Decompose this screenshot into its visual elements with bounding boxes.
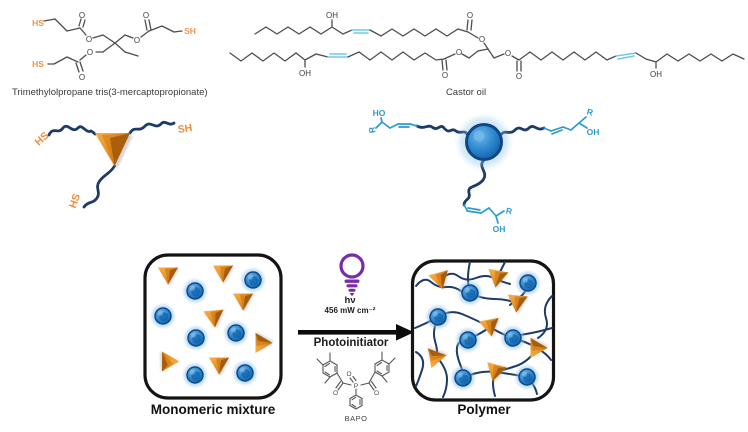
castor-core-node (459, 117, 509, 167)
sh-label: SH (184, 26, 196, 36)
polymer-circle (517, 272, 540, 295)
o-label: O (79, 11, 85, 20)
o-label: O (467, 11, 473, 20)
lamp-icon (339, 253, 365, 297)
monomer-box-label: Monomeric mixture (150, 402, 276, 417)
polymer-circle (502, 327, 525, 350)
squiggle-arm (498, 125, 546, 138)
bapo-structure: O P O O (316, 351, 396, 410)
monomer-circle (184, 364, 207, 387)
thiol-monomer-schematic: HS SH HS (33, 120, 193, 210)
polymer-circle (452, 367, 475, 390)
o-label: O (87, 48, 93, 57)
r-label: R (586, 106, 595, 117)
hs-label: HS (67, 192, 83, 210)
thiol-name-label: Trimethylolpropane tris(3-mercaptopropio… (12, 87, 208, 98)
castor-oil-structure: OH O O OH O O O O OH (229, 11, 745, 81)
oh-label: OH (326, 11, 338, 20)
castor-arm-skeletal-bottom (463, 204, 505, 224)
intensity-label: 456 mW cm⁻² (324, 306, 376, 315)
castor-name-label: Castor oil (445, 87, 487, 98)
polymer-circle (459, 282, 482, 305)
squiggle-arm (128, 120, 176, 135)
squiggle-arm (82, 164, 116, 209)
monomer-circle (152, 305, 175, 328)
hs-label: HS (32, 59, 44, 69)
polymer-circle (427, 306, 450, 329)
monomer-circle (234, 362, 257, 385)
o-label: O (505, 49, 511, 58)
castor-arm-skeletal-right (543, 116, 588, 135)
o-label: O (346, 371, 351, 378)
monomer-circle (242, 269, 265, 292)
oh-label: OH (299, 69, 311, 78)
polymer-box-label: Polymer (457, 402, 511, 417)
thiol-structure: HS O O O O SH O O HS (32, 11, 196, 82)
o-label: O (79, 73, 85, 82)
squiggle-arm (462, 158, 487, 207)
oh-label: OH (493, 224, 506, 234)
o-label: O (134, 36, 140, 45)
castor-arm-skeletal-left (375, 117, 418, 129)
castor-bonds (229, 19, 745, 72)
monomer-circle (185, 327, 208, 350)
thiol-bonds (43, 18, 183, 73)
hs-label: HS (33, 130, 52, 149)
o-label: O (143, 11, 149, 20)
monomer-circle (225, 322, 248, 345)
o-label: O (86, 35, 92, 44)
sh-label: SH (177, 122, 193, 136)
r-label: R (367, 126, 378, 134)
hv-label: hν (344, 295, 356, 306)
monomer-circle (184, 280, 207, 303)
bapo-bonds (316, 351, 396, 410)
ho-label: HO (373, 108, 386, 118)
o-label: O (479, 35, 485, 44)
o-label: O (333, 390, 338, 397)
r-label: R (505, 206, 513, 217)
thiol-triangle (95, 133, 133, 169)
polymer-circle (457, 329, 480, 352)
o-label: O (374, 390, 379, 397)
oh-label: OH (587, 127, 600, 137)
monomer-box (143, 253, 283, 400)
p-label: P (354, 383, 358, 390)
photoinitiator-label: Photoinitiator (313, 337, 389, 349)
o-label: O (516, 72, 522, 81)
o-label: O (442, 71, 448, 80)
bapo-label: BAPO (344, 414, 368, 423)
castor-monomer-schematic: HO R R OH R OH (367, 106, 600, 234)
squiggle-arm (47, 124, 97, 137)
reaction-arrow (298, 324, 414, 341)
polymer-circle (516, 366, 539, 389)
oh-label: OH (650, 70, 662, 79)
o-label: O (456, 48, 462, 57)
polymer-box (410, 259, 556, 402)
hs-label: HS (32, 18, 44, 28)
squiggle-arm (415, 124, 470, 138)
